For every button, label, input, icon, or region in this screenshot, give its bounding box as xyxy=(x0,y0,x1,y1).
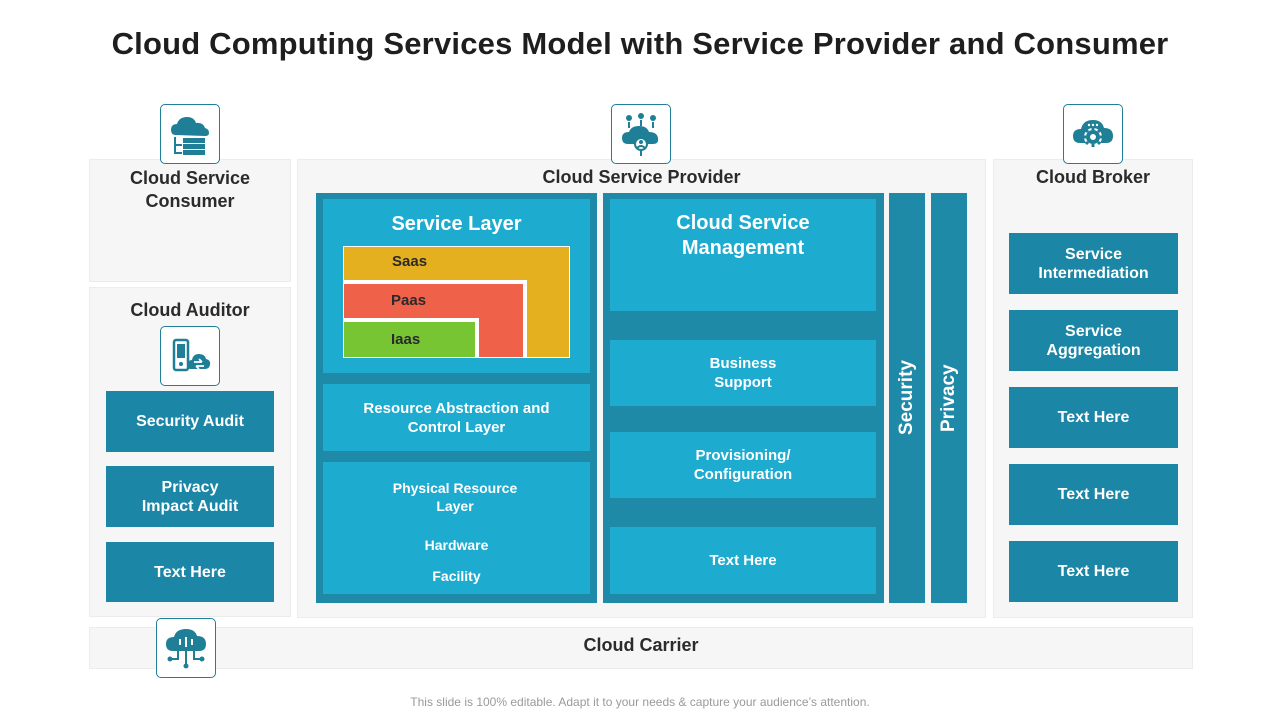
privacy-impact-audit-box: Privacy Impact Audit xyxy=(106,466,274,527)
security-bar: Security xyxy=(889,193,925,603)
provider-title: Cloud Service Provider xyxy=(542,167,741,187)
service-layer-title: Service Layer xyxy=(391,213,522,235)
footer-note: This slide is 100% editable. Adapt it to… xyxy=(410,695,870,709)
provisioning-box: Provisioning/ Configuration xyxy=(610,432,876,498)
service-intermediation-box: Service Intermediation xyxy=(1009,233,1178,294)
physical-resource-box xyxy=(323,462,590,594)
resource-abstraction-box: Resource Abstraction and Control Layer xyxy=(323,384,590,451)
saas-gap xyxy=(343,280,526,283)
broker-text-here-box-2: Text Here xyxy=(1009,464,1178,525)
paas-gap-v xyxy=(476,318,479,358)
page-title: Cloud Computing Services Model with Serv… xyxy=(111,26,1169,61)
cloud-circuit-icon xyxy=(156,618,216,678)
broker-title: Cloud Broker xyxy=(1035,167,1150,187)
saas-label: Saas xyxy=(392,253,428,270)
cloud-server-icon xyxy=(160,104,220,164)
carrier-bar xyxy=(89,627,1193,669)
consumer-panel xyxy=(89,159,291,282)
business-support-label: Business Support xyxy=(709,355,777,391)
cloud-network-people-icon xyxy=(611,104,671,164)
service-intermediation-label: Service Intermediation xyxy=(1038,245,1149,282)
carrier-title: Cloud Carrier xyxy=(583,635,699,655)
privacy-impact-audit-label: Privacy Impact Audit xyxy=(141,478,239,515)
paas-label: Paas xyxy=(391,292,427,309)
physical-resource-title: Physical Resource Layer xyxy=(392,480,518,514)
service-aggregation-box: Service Aggregation xyxy=(1009,310,1178,371)
paas-gap xyxy=(343,318,478,321)
provisioning-label: Provisioning/ Configuration xyxy=(693,447,793,483)
broker-text-here-box-3: Text Here xyxy=(1009,541,1178,602)
management-title-box: Cloud Service Management xyxy=(610,199,876,311)
device-sync-cloud-icon xyxy=(160,326,220,386)
iaas-layer xyxy=(343,321,476,358)
hardware-label: Hardware xyxy=(424,537,489,553)
saas-gap-v xyxy=(524,280,527,358)
iaas-label: Iaas xyxy=(391,331,421,348)
consumer-title: Cloud Service Consumer xyxy=(129,168,251,211)
management-title: Cloud Service Management xyxy=(676,212,810,259)
business-support-box: Business Support xyxy=(610,340,876,406)
auditor-title: Cloud Auditor xyxy=(130,300,250,320)
facility-label: Facility xyxy=(432,568,481,584)
service-aggregation-label: Service Aggregation xyxy=(1046,322,1141,359)
auditor-text-here-box: Text Here xyxy=(106,542,274,602)
security-audit-box: Security Audit xyxy=(106,391,274,452)
broker-text-here-box-1: Text Here xyxy=(1009,387,1178,448)
management-text-here-box: Text Here xyxy=(610,527,876,594)
privacy-bar: Privacy xyxy=(931,193,967,603)
cloud-gear-icon xyxy=(1063,104,1123,164)
resource-abstraction-label: Resource Abstraction and Control Layer xyxy=(363,399,550,436)
